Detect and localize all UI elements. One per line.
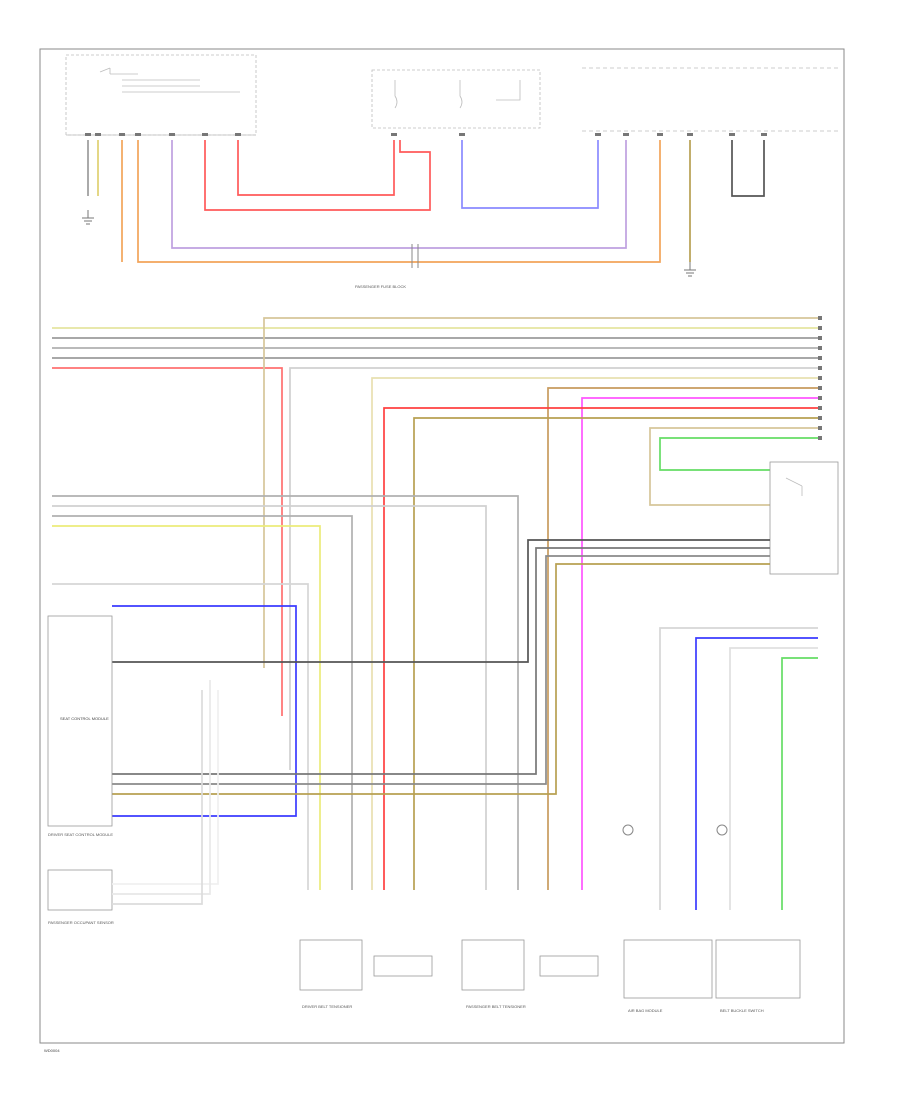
bottom-components: DRIVER BELT TENSIONER PASSENGER BELT TEN…: [299, 824, 801, 1013]
wire-blue-top: [461, 140, 599, 209]
top-section: PASSENGER FUSE BLOCK: [65, 54, 840, 289]
inline-connector-top: [411, 244, 419, 268]
relay-module: [769, 461, 839, 575]
wire-red-top2: [237, 140, 395, 196]
connector-ticks-right: [818, 316, 822, 440]
seat-control-module-sub: DRIVER SEAT CONTROL MODULE: [48, 832, 113, 837]
switch-right-label: BELT BUCKLE SWITCH: [720, 1008, 764, 1013]
seat-control-module: [47, 615, 113, 827]
ground-symbol-left: [82, 210, 94, 225]
wire-dark-right: [731, 140, 765, 197]
airbag-module-box: [623, 939, 713, 999]
right-lower-wires: [659, 627, 818, 910]
wire-violet-top: [171, 140, 627, 249]
front-motor-left: [299, 939, 363, 991]
middle-bus: [52, 316, 822, 890]
switch-box-right: [715, 939, 801, 999]
wire-orange-top: [137, 140, 661, 263]
diagram-frame: [39, 48, 845, 1044]
airbag-module-label: AIR BAG MODULE: [628, 1008, 663, 1013]
left-feed-bus: [52, 495, 770, 890]
footer-id: WD0004: [44, 1048, 60, 1053]
connector-ticks-top: [85, 133, 767, 136]
front-motor-right-label: PASSENGER BELT TENSIONER: [466, 1004, 526, 1009]
occupant-sensor-label: PASSENGER OCCUPANT SENSOR: [48, 920, 114, 925]
front-switch-left: [373, 955, 433, 977]
wire-red-top: [204, 140, 431, 211]
occupant-sensor: [47, 869, 113, 911]
front-motor-left-label: DRIVER BELT TENSIONER: [302, 1004, 352, 1009]
front-switch-right: [539, 955, 599, 977]
seat-control-module-label: SEAT CONTROL MODULE: [60, 716, 109, 721]
front-motor-right: [461, 939, 525, 991]
fuse-box-label: PASSENGER FUSE BLOCK: [355, 284, 406, 289]
ground-symbol-right: [684, 262, 696, 277]
